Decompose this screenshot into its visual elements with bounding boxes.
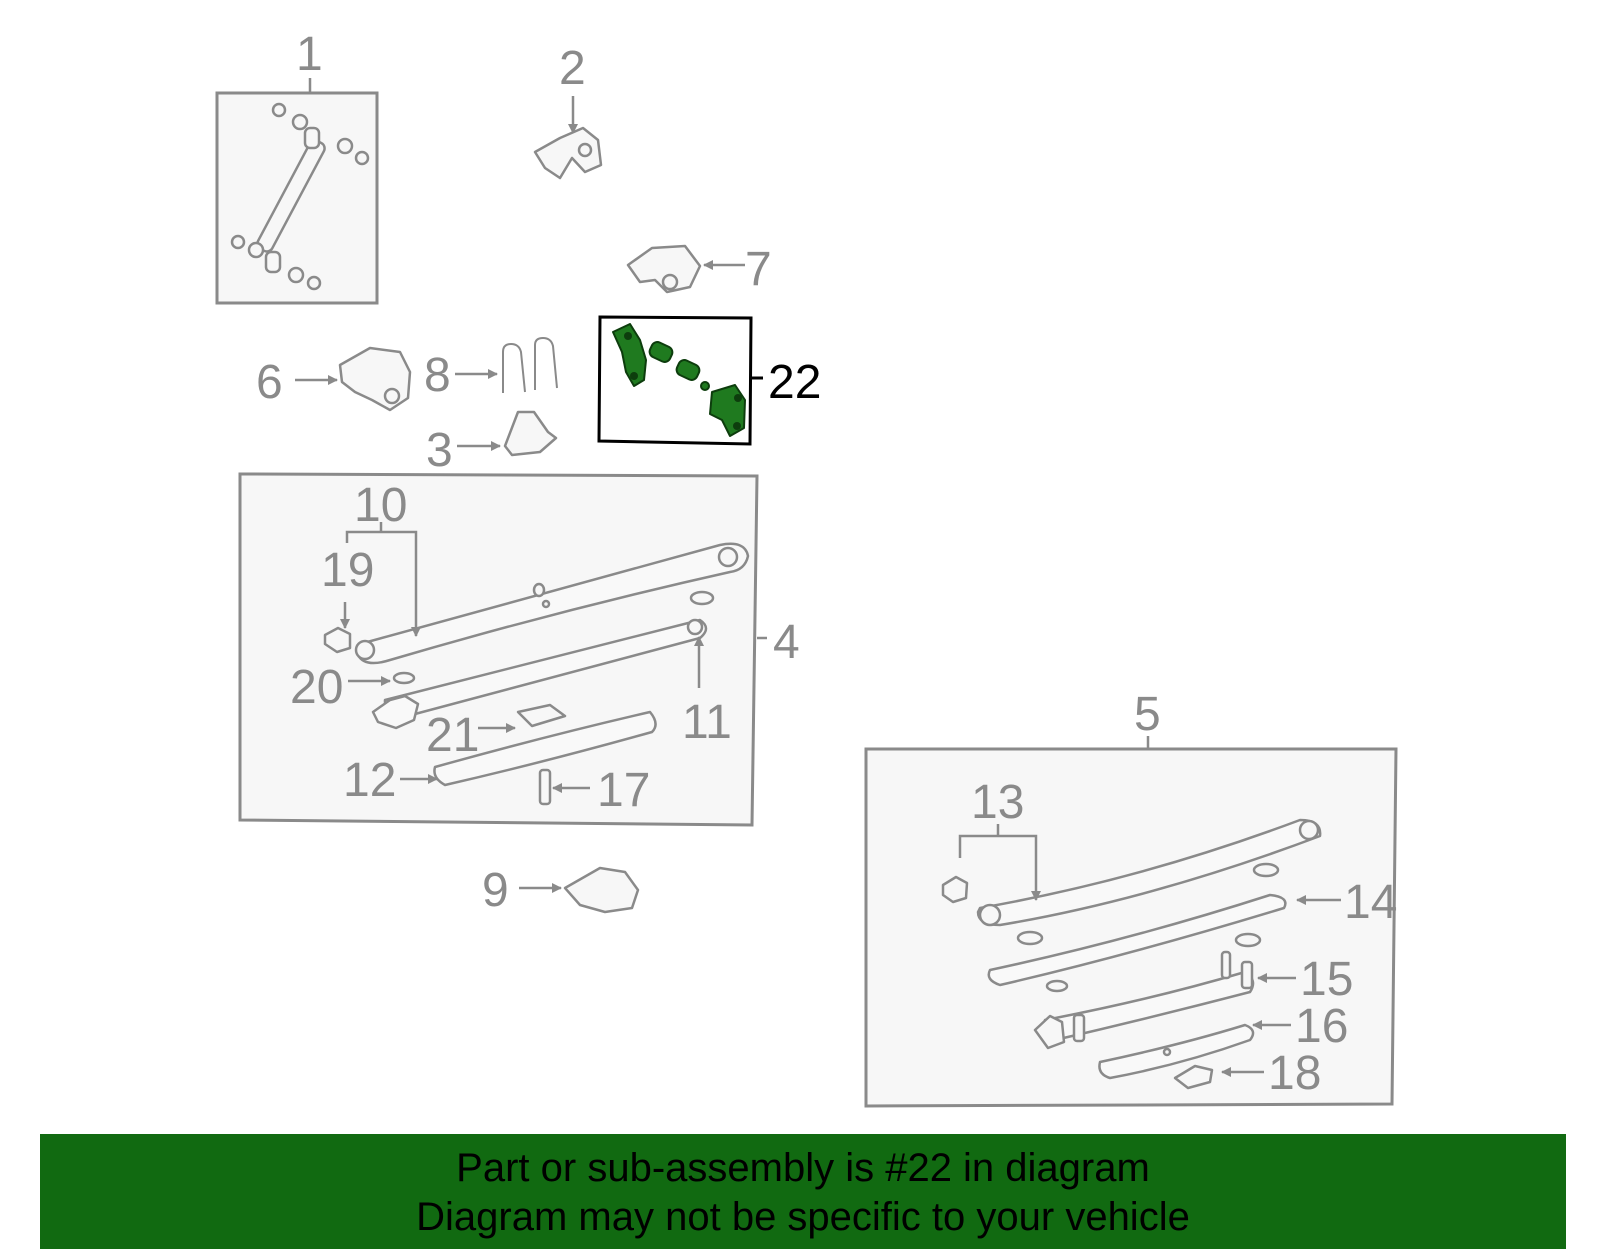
u-bolt-icon xyxy=(502,336,558,393)
shackle-kit-icon xyxy=(612,323,746,437)
callout-20: 20 xyxy=(290,661,343,714)
callout-12: 12 xyxy=(343,754,396,807)
callout-2: 2 xyxy=(559,42,586,95)
rear-leaf-spring-icon xyxy=(941,818,1322,1090)
callout-5: 5 xyxy=(1134,688,1161,741)
banner-part-notice: Part or sub-assembly is #22 in diagram xyxy=(456,1146,1150,1190)
callout-18: 18 xyxy=(1268,1047,1321,1100)
leaf-spring-assembly-4-group[interactable] xyxy=(238,472,767,827)
callout-13: 13 xyxy=(971,776,1024,829)
hanger-bracket-7-group[interactable] xyxy=(626,244,745,294)
hanger-bracket-icon xyxy=(626,244,702,294)
bump-stop-3-group[interactable] xyxy=(457,410,558,457)
leaf-spring-icon xyxy=(323,542,750,806)
callout-9: 9 xyxy=(482,864,509,917)
callout-1: 1 xyxy=(296,28,323,81)
shackle-kit-22-group[interactable] xyxy=(597,315,763,446)
spring-pad-icon xyxy=(563,866,640,914)
callout-22: 22 xyxy=(768,356,821,409)
notice-banner: Part or sub-assembly is #22 in diagram D… xyxy=(40,1134,1566,1249)
leaf-spring-assembly-5-group[interactable] xyxy=(864,736,1398,1108)
callout-14: 14 xyxy=(1344,876,1397,929)
callout-10: 10 xyxy=(354,479,407,532)
bracket-icon xyxy=(533,126,603,180)
bump-stop-icon xyxy=(503,410,558,457)
u-bolt-8-group[interactable] xyxy=(455,336,558,393)
callout-17: 17 xyxy=(597,764,650,817)
callout-8: 8 xyxy=(424,349,451,402)
bracket-2-group[interactable] xyxy=(533,96,603,180)
banner-disclaimer: Diagram may not be specific to your vehi… xyxy=(416,1195,1190,1239)
callout-3: 3 xyxy=(426,424,453,477)
callout-16: 16 xyxy=(1295,1000,1348,1053)
callout-15: 15 xyxy=(1300,953,1353,1006)
callout-11: 11 xyxy=(682,696,732,749)
shock-absorber-icon xyxy=(230,102,370,291)
callout-7: 7 xyxy=(745,243,772,296)
spring-pad-9-group[interactable] xyxy=(519,866,640,914)
shock-absorber-group[interactable] xyxy=(215,78,379,305)
callout-6: 6 xyxy=(256,356,283,409)
callout-19: 19 xyxy=(321,544,374,597)
spring-seat-icon xyxy=(338,346,412,412)
callout-4: 4 xyxy=(773,616,800,669)
callout-21: 21 xyxy=(426,709,479,762)
spring-seat-6-group[interactable] xyxy=(295,346,412,412)
